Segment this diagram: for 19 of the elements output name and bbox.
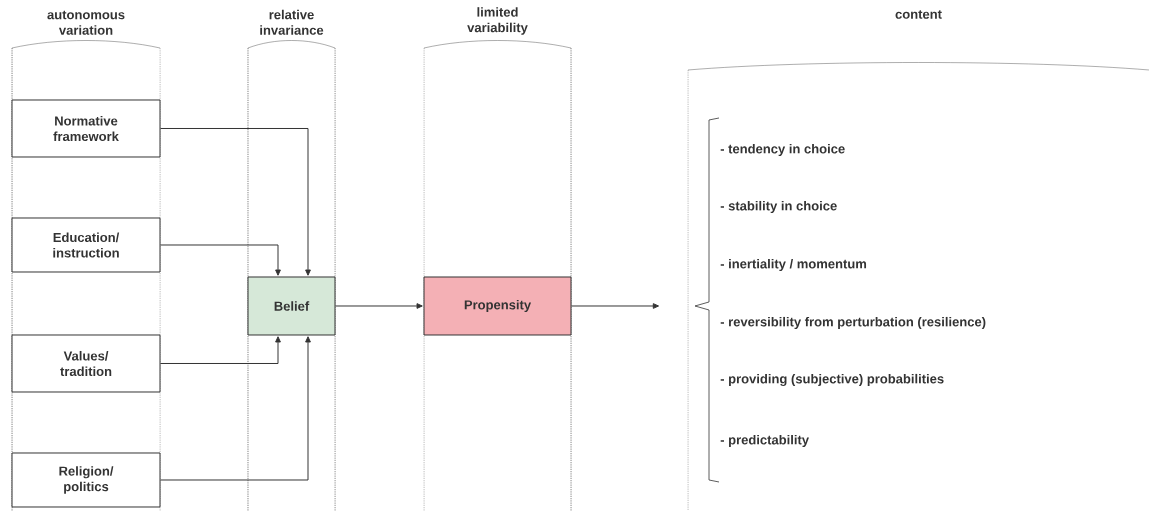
text-box: Education/ instruction — [11, 217, 161, 273]
list-item: - reversibility from perturbation (resilience) — [720, 316, 986, 330]
list-item: - providing (subjective) probabilities — [720, 373, 944, 387]
arrow — [571, 303, 660, 309]
list-item: - inertiality / momentum — [720, 258, 867, 272]
text-box: Values/ tradition — [11, 334, 161, 393]
process-box: Belief — [247, 276, 336, 336]
text-box: Religion/ politics — [11, 452, 161, 508]
arrow — [160, 244, 281, 276]
curly-brace — [694, 117, 720, 483]
arrow — [160, 336, 281, 364]
text-box: Normative framework — [11, 99, 161, 158]
list-item: - stability in choice — [720, 200, 837, 214]
list-item: - predictability — [720, 434, 809, 448]
arrow — [160, 128, 311, 276]
process-box: Propensity — [423, 276, 572, 336]
list-item: - tendency in choice — [720, 143, 845, 157]
arrow — [335, 303, 423, 309]
arrow — [160, 336, 311, 481]
